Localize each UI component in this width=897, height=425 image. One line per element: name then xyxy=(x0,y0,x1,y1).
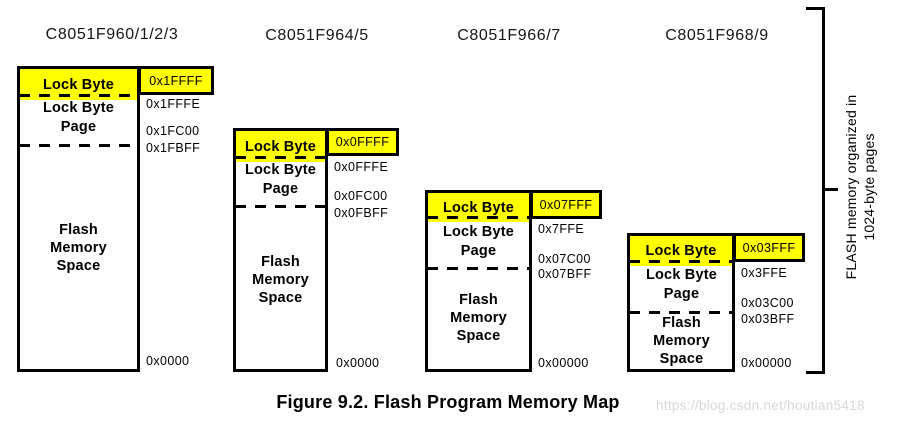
lock-byte-page-label-f968: Lock Byte Page xyxy=(645,267,718,302)
address-bottom-f960: 0x0000 xyxy=(146,354,190,368)
page-bracket-mid-tick xyxy=(825,188,838,191)
address-below-page-f968: 0x03BFF xyxy=(741,312,795,326)
memory-box-f960: Lock Byte xyxy=(17,66,140,372)
address-page-start-f968: 0x03C00 xyxy=(741,296,794,310)
lock-byte-page-label-f964: Lock Byte Page xyxy=(244,162,317,197)
dashed-separator-f966-page xyxy=(427,267,530,270)
memory-box-f968: Lock Byte xyxy=(627,233,735,372)
dashed-separator-f968-page xyxy=(629,311,733,314)
dashed-separator-f968-top xyxy=(629,260,733,263)
address-bottom-f966: 0x00000 xyxy=(538,356,589,370)
lock-byte-address-box-f968: 0x03FFF xyxy=(733,233,805,262)
lock-byte-address-f968: 0x03FFF xyxy=(742,240,796,255)
lock-byte-section-f964: Lock Byte xyxy=(235,131,326,162)
lock-byte-section-f960: Lock Byte xyxy=(19,69,138,100)
lock-byte-section-f966: Lock Byte xyxy=(427,193,530,222)
lock-byte-label-f960: Lock Byte xyxy=(42,76,115,93)
address-below-lock-f966: 0x7FFE xyxy=(538,222,585,236)
flash-memory-space-label-f964: Flash Memory Space xyxy=(252,254,309,306)
flash-pages-note-line1: FLASH memory organized in xyxy=(843,94,859,280)
lock-byte-label-f966: Lock Byte xyxy=(442,199,515,216)
lock-byte-address-box-f960: 0x1FFFF xyxy=(138,66,214,95)
address-below-page-f966: 0x07BFF xyxy=(538,267,592,281)
column-title-f960: C8051F960/1/2/3 xyxy=(45,26,179,43)
address-below-page-f964: 0x0FBFF xyxy=(334,206,389,220)
address-page-start-f964: 0x0FC00 xyxy=(334,189,388,203)
lock-byte-address-f960: 0x1FFFF xyxy=(149,73,203,88)
address-below-page-f960: 0x1FBFF xyxy=(146,141,201,155)
address-below-lock-f964: 0x0FFFE xyxy=(334,160,389,174)
flash-memory-space-label-f966: Flash Memory Space xyxy=(450,292,507,344)
address-page-start-f960: 0x1FC00 xyxy=(146,124,200,138)
watermark-url: https://blog.csdn.net/houtian5418 xyxy=(656,398,865,413)
column-title-f968: C8051F968/9 xyxy=(665,27,769,44)
lock-byte-page-label-f960: Lock Byte Page xyxy=(42,100,115,135)
page-bracket-bottom-arm xyxy=(806,371,822,374)
flash-pages-note-line2: 1024-byte pages xyxy=(860,133,877,241)
figure-caption: Figure 9.2. Flash Program Memory Map xyxy=(276,392,620,412)
address-below-lock-f960: 0x1FFFE xyxy=(146,97,201,111)
page-bracket-top-arm xyxy=(806,7,822,10)
address-below-lock-f968: 0x3FFE xyxy=(741,266,788,280)
dashed-separator-f964-top xyxy=(235,156,326,159)
dashed-separator-f964-page xyxy=(235,205,326,208)
memory-box-f966: Lock Byte xyxy=(425,190,532,372)
lock-byte-page-label-f966: Lock Byte Page xyxy=(442,224,515,259)
lock-byte-address-box-f966: 0x07FFF xyxy=(530,190,602,219)
lock-byte-label-f968: Lock Byte xyxy=(645,243,717,259)
page-bracket-line xyxy=(822,7,825,374)
dashed-separator-f960-top xyxy=(19,94,138,97)
dashed-separator-f966-top xyxy=(427,216,530,219)
dashed-separator-f960-page xyxy=(19,144,138,147)
memory-box-f964: Lock Byte xyxy=(233,128,328,372)
lock-byte-address-f964: 0x0FFFF xyxy=(335,135,390,149)
column-title-f964: C8051F964/5 xyxy=(265,27,369,44)
lock-byte-address-f966: 0x07FFF xyxy=(539,197,593,212)
address-bottom-f968: 0x00000 xyxy=(741,356,792,370)
lock-byte-label-f964: Lock Byte xyxy=(244,138,317,155)
lock-byte-section-f968: Lock Byte xyxy=(629,236,733,266)
column-title-f966: C8051F966/7 xyxy=(457,27,561,44)
address-page-start-f966: 0x07C00 xyxy=(538,252,591,266)
flash-memory-space-label-f960: Flash Memory Space xyxy=(50,222,107,274)
address-bottom-f964: 0x0000 xyxy=(336,356,380,370)
flash-pages-note: FLASH memory organized in 1024-byte page… xyxy=(843,82,879,292)
flash-memory-space-label-f968: Flash Memory Space xyxy=(653,315,710,367)
lock-byte-address-box-f964: 0x0FFFF xyxy=(326,128,399,156)
